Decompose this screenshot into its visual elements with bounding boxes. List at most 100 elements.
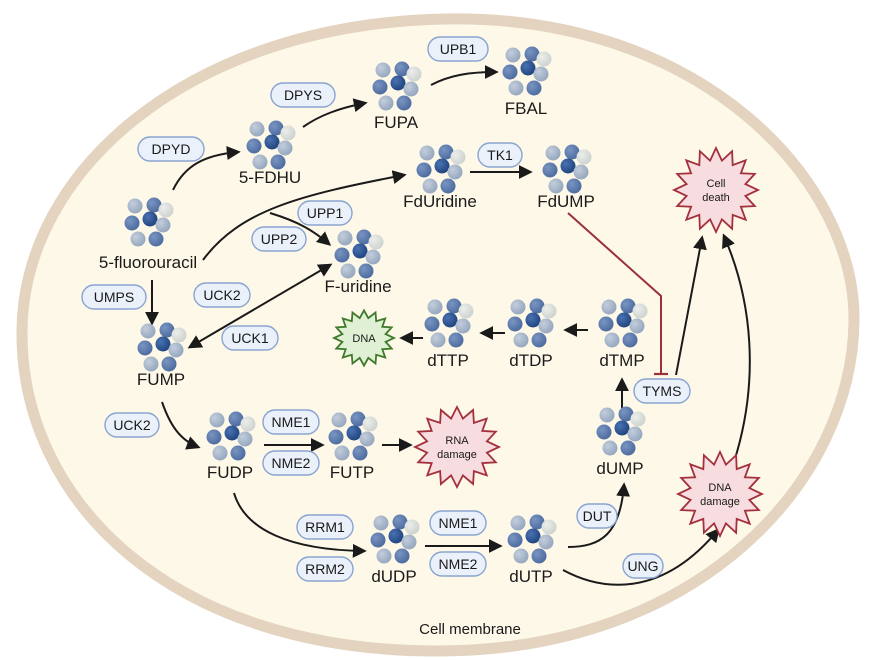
damage-burst-icon: [675, 449, 765, 539]
atom-light: [237, 431, 253, 447]
atom-light: [401, 534, 417, 550]
enzyme-label: DUT: [583, 508, 612, 524]
atom-mid: [124, 215, 140, 231]
enzyme-tyms: TYMS: [633, 378, 691, 404]
molecule-label: FdUridine: [403, 192, 477, 211]
enzyme-rrm1: RRM1: [296, 514, 354, 540]
atom-light: [334, 445, 350, 461]
edge-dna-damage-to-cell-death: [722, 233, 751, 463]
atom-pale: [404, 519, 420, 535]
atom-light: [533, 66, 549, 82]
atom-pale: [171, 327, 187, 343]
enzyme-label: NME1: [272, 414, 311, 430]
atom-mid: [531, 332, 547, 348]
atom-mid: [356, 229, 372, 245]
atom-light: [249, 121, 265, 137]
atom-pale: [632, 303, 648, 319]
enzyme-pill: [251, 226, 307, 252]
atom-dark: [346, 425, 362, 441]
molecule-fduridine: FdUridine: [403, 144, 477, 211]
enzyme-label: TYMS: [643, 383, 682, 399]
atom-light: [508, 80, 524, 96]
atom-mid: [566, 178, 582, 194]
atom-light: [376, 548, 392, 564]
enzyme-pill: [429, 510, 487, 536]
atom-dark: [388, 528, 404, 544]
edge-dutp-to-dna-damage: [562, 527, 720, 586]
atom-light: [419, 145, 435, 161]
enzyme-dpyd: DPYD: [137, 136, 205, 162]
enzyme-label: DPYD: [152, 141, 191, 157]
atom-light: [513, 548, 529, 564]
edge-fupa-to-fbal: [430, 65, 499, 86]
atom-mid: [438, 144, 454, 160]
molecule-5fu: 5-fluorouracil: [99, 197, 197, 272]
molecule-dtmp: dTMP: [598, 298, 648, 370]
atom-light: [168, 342, 184, 358]
molecule-futp: FUTP: [328, 411, 378, 482]
atom-mid: [394, 61, 410, 77]
atom-light: [538, 318, 554, 334]
atom-light: [331, 412, 347, 428]
atom-mid: [268, 120, 284, 136]
atom-light: [340, 263, 356, 279]
outcome-dna: DNA: [331, 308, 397, 368]
enzyme-label: UCK2: [203, 287, 241, 303]
enzyme-label: NME2: [272, 455, 311, 471]
atom-light: [277, 140, 293, 156]
atom-pale: [541, 303, 557, 319]
atom-mid: [161, 356, 177, 372]
atom-light: [430, 332, 446, 348]
atom-mid: [328, 429, 344, 445]
atom-mid: [620, 298, 636, 314]
enzyme-label: TK1: [487, 147, 513, 163]
enzyme-rrm2: RRM2: [296, 556, 354, 582]
atom-mid: [396, 95, 412, 111]
damage-burst-icon: [671, 145, 761, 235]
enzyme-upp2: UPP2: [251, 226, 307, 252]
atom-dark: [525, 312, 541, 328]
atom-light: [629, 318, 645, 334]
molecule-label: FUMP: [137, 370, 185, 389]
atom-light: [545, 145, 561, 161]
enzyme-dpys: DPYS: [270, 82, 336, 108]
molecule-label: 5-fluorouracil: [99, 253, 197, 272]
molecule-dttp: dTTP: [424, 298, 474, 370]
atom-light: [373, 515, 389, 531]
atom-mid: [159, 322, 175, 338]
atom-pale: [450, 149, 466, 165]
enzyme-pill: [81, 284, 147, 310]
molecule-5fdhu: 5-FDHU: [239, 120, 301, 187]
atom-light: [375, 62, 391, 78]
atom-light: [155, 217, 171, 233]
edge-furidine-fump: [187, 263, 333, 349]
atom-dark: [616, 312, 632, 328]
atom-light: [573, 164, 589, 180]
atom-dark: [442, 312, 458, 328]
atom-mid: [507, 316, 523, 332]
atom-mid: [618, 406, 634, 422]
enzyme-upb1: UPB1: [427, 36, 489, 62]
enzyme-tk1: TK1: [477, 142, 523, 168]
atom-light: [337, 230, 353, 246]
atom-pale: [240, 416, 256, 432]
enzyme-pill: [633, 378, 691, 404]
edge-5fu-to-furidine: [269, 212, 332, 246]
atom-light: [422, 178, 438, 194]
molecule-fdump: FdUMP: [537, 144, 595, 211]
atom-mid: [358, 263, 374, 279]
atom-mid: [392, 514, 408, 530]
atom-dark: [525, 528, 541, 544]
atom-mid: [529, 298, 545, 314]
atom-light: [143, 356, 159, 372]
atom-light: [427, 299, 443, 315]
outcome-label: death: [702, 192, 730, 204]
enzyme-nme2b: NME2: [429, 551, 487, 577]
outcome-label: damage: [437, 449, 477, 461]
enzyme-nme1b: NME1: [429, 510, 487, 536]
atom-mid: [246, 138, 262, 154]
enzyme-label: UPB1: [440, 41, 477, 57]
